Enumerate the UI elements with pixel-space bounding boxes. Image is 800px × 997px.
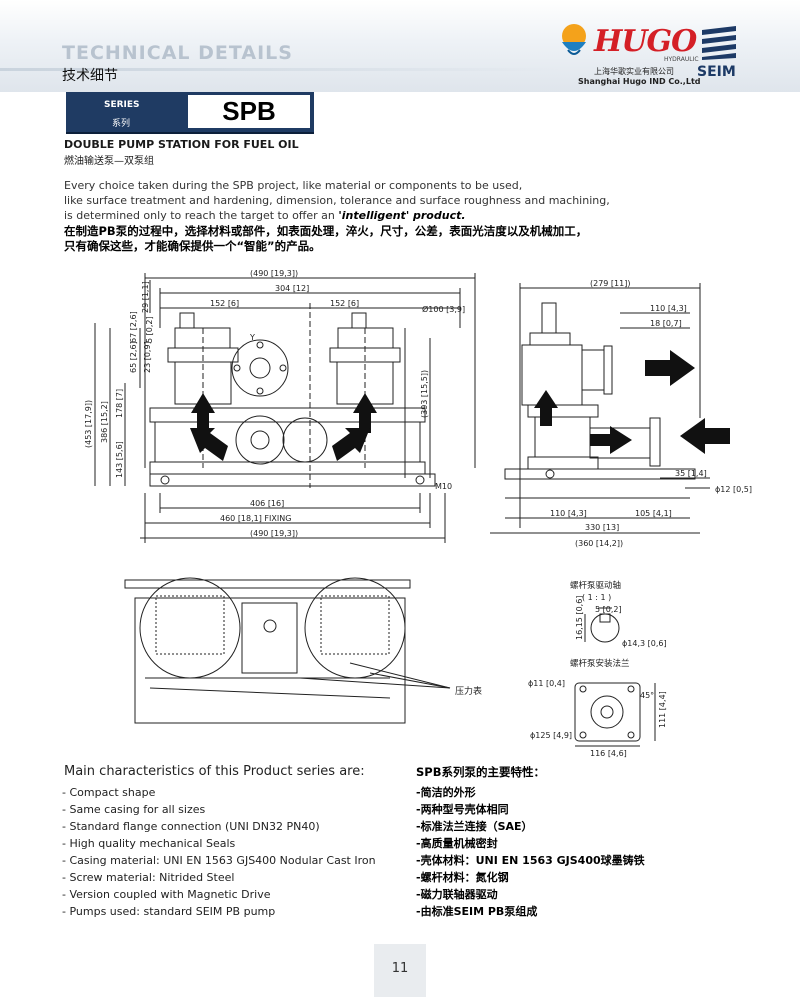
list-item: - Screw material: Nitrided Steel	[62, 871, 235, 884]
list-item: - Casing material: UNI EN 1563 GJS400 No…	[62, 854, 376, 867]
dim-base-460: 460 [18,1] FIXING	[220, 514, 291, 523]
dim-5: 5 [0,2]	[145, 316, 154, 343]
characteristics-title-cn: SPB系列泵的主要特性：	[416, 765, 545, 779]
flange-width: 116 [4,6]	[590, 749, 627, 758]
side-dim-360: (360 [14,2])	[575, 539, 623, 548]
list-item: -磁力联轴器驱动	[416, 888, 498, 901]
company-name-en: Shanghai Hugo IND Co.,Ltd	[578, 77, 701, 86]
plan-view	[124, 577, 451, 724]
dim-left-offset: 152 [6]	[210, 299, 239, 308]
side-dim-110-bottom: 110 [4,3]	[550, 509, 587, 518]
series-code: SPB	[188, 95, 310, 128]
side-dim-12: ϕ12 [0,5]	[715, 485, 752, 494]
company-logo: HUGO HYDRAULIC 上海华歌实业有限公司 Shanghai Hugo …	[554, 18, 754, 88]
gauge-label: 压力表	[455, 685, 482, 697]
hugo-logo-icon	[562, 24, 586, 55]
brand-tag: HYDRAULIC	[664, 56, 699, 63]
dim-height-143: 143 [5,6]	[115, 441, 124, 478]
side-dim-35: 35 [1,4]	[675, 469, 707, 478]
flange-angle: 45°	[640, 691, 654, 700]
product-title-en: DOUBLE PUMP STATION FOR FUEL OIL	[64, 138, 299, 151]
bolt-label: M10	[435, 482, 452, 491]
dim-65: 65 [2,6]	[129, 341, 138, 373]
series-label-cn: 系列	[112, 119, 131, 129]
list-item: -高质量机械密封	[416, 837, 498, 850]
front-view	[94, 273, 476, 543]
intro-line-cn: 在制造PB泵的过程中，选择材料或部件，如表面处理，淬火，尺寸，公差，表面光洁度以…	[64, 224, 588, 238]
intro-text-en: Every choice taken during the SPB projec…	[64, 178, 764, 223]
list-item: -两种型号壳体相同	[416, 803, 509, 816]
side-total-width: (279 [11])	[590, 279, 630, 288]
side-view	[490, 283, 710, 534]
side-dim-330: 330 [13]	[585, 523, 619, 532]
intro-line-cn: 只有确保这些，才能确保提供一个“智能”的产品。	[64, 239, 321, 253]
intro-line-prefix: is determined only to reach the target t…	[64, 209, 339, 222]
flange-pcd: ϕ125 [4,9]	[530, 731, 572, 740]
flow-arrows	[190, 350, 730, 461]
dim-total-width: (490 [19,3])	[250, 269, 298, 278]
flange-detail	[574, 682, 656, 747]
characteristics-list-cn: -简洁的外形 -两种型号壳体相同 -标准法兰连接（SAE） -高质量机械密封 -…	[416, 784, 645, 920]
dim-height-393: (393 [15,5])	[420, 370, 429, 418]
page-title: TECHNICAL DETAILS	[62, 42, 293, 64]
list-item: - Compact shape	[62, 786, 156, 799]
partner-name: SEIM	[697, 64, 736, 80]
side-dim-110-top: 110 [4,3]	[650, 304, 687, 313]
intro-text-cn: 在制造PB泵的过程中，选择材料或部件，如表面处理，淬火，尺寸，公差，表面光洁度以…	[64, 224, 764, 254]
seim-logo-icon	[702, 26, 736, 60]
product-title-cn: 燃油输送泵—双泵组	[64, 156, 154, 167]
list-item: -简洁的外形	[416, 786, 476, 799]
list-item: -标准法兰连接（SAE）	[416, 820, 533, 833]
flange-bore: ϕ11 [0,4]	[528, 679, 565, 688]
dim-base-406: 406 [16]	[250, 499, 284, 508]
brand-name: HUGO	[594, 24, 697, 59]
characteristics-list-en: - Compact shape - Same casing for all si…	[62, 784, 376, 920]
flange-title: 螺杆泵安装法兰	[570, 658, 630, 669]
intro-line: like surface treatment and hardening, di…	[64, 194, 610, 207]
list-item: - Pumps used: standard SEIM PB pump	[62, 905, 276, 918]
page-subtitle: 技术细节	[62, 68, 118, 84]
technical-drawing: (490 [19,3]) 304 [12] 152 [6] 152 [6] Y …	[84, 269, 752, 758]
page-number: 11	[374, 944, 426, 997]
dim-height-total: (453 [17,9])	[84, 400, 93, 448]
intro-line: is determined only to reach the target t…	[64, 208, 764, 223]
list-item: -壳体材料：UNI EN 1563 GJS400球墨铸铁	[416, 854, 645, 867]
company-name-cn: 上海华歌实业有限公司	[594, 67, 674, 76]
dim-height-178: 178 [7]	[115, 389, 124, 418]
header-bar	[0, 0, 800, 92]
list-item: -螺杆材料：氮化钢	[416, 871, 509, 884]
shaft-detail	[584, 607, 620, 643]
characteristics-title-en: Main characteristics of this Product ser…	[64, 764, 365, 779]
list-item: -由标准SEIM PB泵组成	[416, 905, 538, 918]
dim-inner-width: 304 [12]	[275, 284, 309, 293]
dim-bore: Ø100 [3,9]	[422, 304, 465, 314]
shaft-key-width: 5 [0,2]	[595, 605, 622, 614]
flange-height: 111 [4,4]	[658, 691, 667, 728]
shaft-key-height: 16,15 [0,6]	[575, 596, 584, 640]
shaft-scale: ( 1 : 1 )	[582, 593, 611, 602]
series-badge: SERIES 系列 SPB	[66, 92, 314, 134]
axis-y-label: Y	[249, 333, 255, 342]
shaft-title: 螺杆泵驱动轴	[570, 580, 621, 591]
shaft-diameter: ϕ14,3 [0,6]	[622, 639, 667, 648]
side-dim-105: 105 [4,1]	[635, 509, 672, 518]
side-dim-18: 18 [0,7]	[650, 319, 682, 328]
intro-emphasis: 'intelligent' product.	[338, 209, 466, 222]
series-label-en: SERIES	[104, 100, 140, 110]
dim-67: 67 [2,6]	[129, 311, 138, 343]
dim-height-386: 386 [15,2]	[100, 401, 109, 443]
intro-line: Every choice taken during the SPB projec…	[64, 179, 523, 192]
list-item: - Standard flange connection (UNI DN32 P…	[62, 820, 320, 833]
dim-right-offset: 152 [6]	[330, 299, 359, 308]
list-item: - Same casing for all sizes	[62, 803, 206, 816]
dim-base-490: (490 [19,3])	[250, 529, 298, 538]
dim-top: 29 [1,1]	[141, 281, 150, 313]
list-item: - Version coupled with Magnetic Drive	[62, 888, 271, 901]
dim-23: 23 [0,9]	[143, 341, 152, 373]
list-item: - High quality mechanical Seals	[62, 837, 236, 850]
